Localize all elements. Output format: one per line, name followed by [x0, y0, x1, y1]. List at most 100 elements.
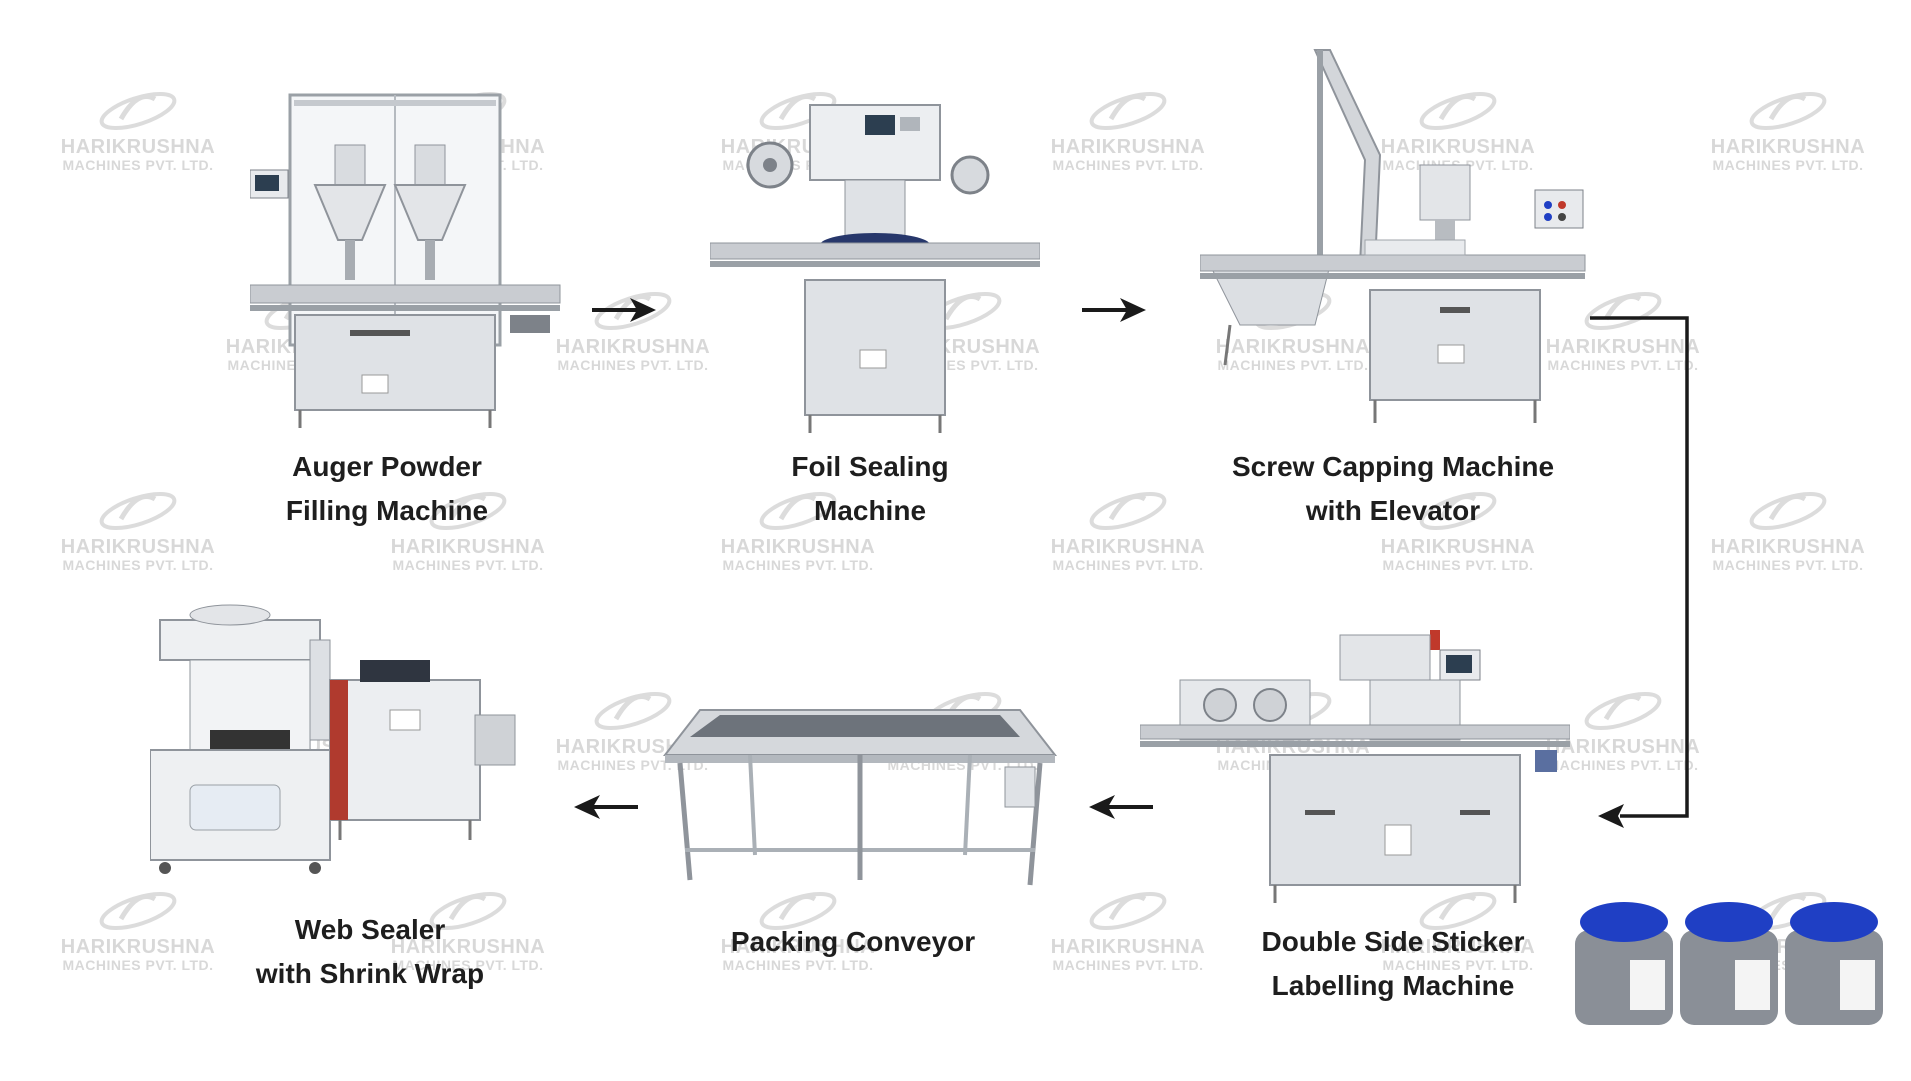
label-line-1: Packing Conveyor: [730, 926, 976, 957]
watermark-company-name: HARIKRUSHNA: [1545, 736, 1701, 758]
watermark-company-suffix: MACHINES PVT. LTD.: [1052, 957, 1204, 973]
label-line-2: with Shrink Wrap: [255, 958, 485, 989]
foil-sealing-machine-image: [710, 104, 1040, 433]
watermark-company-name: HARIKRUSHNA: [1710, 136, 1866, 158]
watermark-company-name: HARIKRUSHNA: [390, 936, 546, 958]
product-jar: [1785, 902, 1883, 1025]
watermark-logo-icon: [1419, 491, 1497, 531]
watermark-company-name: HARIKRUSHNA: [1380, 136, 1536, 158]
watermark-logo-icon: [99, 491, 177, 531]
arrow-capping-to-labelling: [1590, 316, 1689, 828]
label-line-1: Foil Sealing: [791, 451, 949, 482]
watermark-logo-icon: [759, 491, 837, 531]
watermark-logo-icon: [1089, 491, 1167, 531]
label-line-2: Filling Machine: [285, 495, 489, 526]
watermark-company-suffix: MACHINES PVT. LTD.: [557, 357, 709, 373]
watermark-logo-icon: [1089, 91, 1167, 131]
watermark-logo-icon: [99, 891, 177, 931]
watermark-logo-icon: [1089, 891, 1167, 931]
watermark-company-suffix: MACHINES PVT. LTD.: [62, 557, 214, 573]
watermark-logo-icon: [99, 91, 177, 131]
label-line-1: Auger Powder: [292, 451, 482, 482]
watermark-company-name: HARIKRUSHNA: [1050, 136, 1206, 158]
watermark-company-suffix: MACHINES PVT. LTD.: [1052, 557, 1204, 573]
watermark-company-name: HARIKRUSHNA: [1050, 536, 1206, 558]
watermark-company-name: HARIKRUSHNA: [1050, 936, 1206, 958]
auger-filling-machine-image: [250, 93, 561, 428]
label-double-side-sticker-labelling: Double Side Sticker Labelling Machine: [1183, 920, 1603, 1008]
watermark-company-suffix: MACHINES PVT. LTD.: [1712, 557, 1864, 573]
watermark-logo-icon: [1584, 291, 1662, 331]
product-jar: [1575, 902, 1673, 1025]
watermark-logo-icon: [759, 91, 837, 131]
arrow-labelling-to-conveyor: [1089, 795, 1153, 819]
packing-conveyor-image: [662, 709, 1058, 886]
label-line-2: with Elevator: [1305, 495, 1481, 526]
label-foil-sealing: Foil Sealing Machine: [660, 445, 1080, 533]
watermark-logo-icon: [594, 291, 672, 331]
watermark-company-suffix: MACHINES PVT. LTD.: [392, 557, 544, 573]
watermark-company-name: HARIKRUSHNA: [555, 336, 711, 358]
watermark-company-name: HARIKRUSHNA: [1710, 536, 1866, 558]
arrow-conveyor-to-websealer: [574, 795, 638, 819]
label-packing-conveyor: Packing Conveyor: [643, 920, 1063, 964]
web-sealer-shrink-wrap-image: [150, 604, 516, 874]
watermark-company-name: HARIKRUSHNA: [60, 936, 216, 958]
watermark-company-name: HARIKRUSHNA: [390, 536, 546, 558]
label-line-1: Web Sealer: [294, 914, 446, 945]
watermark-company-name: HARIKRUSHNA: [1380, 936, 1536, 958]
watermark-company-suffix: MACHINES PVT. LTD.: [1217, 357, 1369, 373]
label-line-1: Screw Capping Machine: [1231, 451, 1555, 482]
watermark-logo-icon: [429, 891, 507, 931]
watermark-logo-icon: [429, 491, 507, 531]
watermark-company-suffix: MACHINES PVT. LTD.: [722, 957, 874, 973]
label-line-2: Machine: [813, 495, 927, 526]
product-jars-image: [1575, 902, 1883, 1025]
watermark-company-suffix: MACHINES PVT. LTD.: [1547, 357, 1699, 373]
watermark-company-suffix: MACHINES PVT. LTD.: [62, 157, 214, 173]
watermark-company-suffix: MACHINES PVT. LTD.: [722, 557, 874, 573]
label-auger-powder-filling: Auger Powder Filling Machine: [177, 445, 597, 533]
label-line-2: Labelling Machine: [1271, 970, 1515, 1001]
watermark-logo-icon: [594, 691, 672, 731]
watermark-company-name: HARIKRUSHNA: [1545, 336, 1701, 358]
watermark-logo-icon: [759, 891, 837, 931]
watermark-company-suffix: MACHINES PVT. LTD.: [1712, 157, 1864, 173]
watermark-logo-icon: [1749, 91, 1827, 131]
label-screw-capping: Screw Capping Machine with Elevator: [1183, 445, 1603, 533]
product-jar: [1680, 902, 1778, 1025]
watermark-company-suffix: MACHINES PVT. LTD.: [1547, 757, 1699, 773]
watermark-company-suffix: MACHINES PVT. LTD.: [1382, 957, 1534, 973]
label-web-sealer-shrink-wrap: Web Sealer with Shrink Wrap: [160, 908, 580, 996]
watermark-company-suffix: MACHINES PVT. LTD.: [392, 957, 544, 973]
watermark-company-name: HARIKRUSHNA: [720, 936, 876, 958]
arrow-auger-to-foil: [592, 298, 656, 322]
watermark-company-suffix: MACHINES PVT. LTD.: [62, 957, 214, 973]
label-line-1: Double Side Sticker: [1261, 926, 1525, 957]
watermark-logo-icon: [1419, 91, 1497, 131]
watermark-company-name: HARIKRUSHNA: [60, 536, 216, 558]
watermark-company-name: HARIKRUSHNA: [1215, 336, 1371, 358]
watermark-logo-icon: [1749, 491, 1827, 531]
watermark-company-name: HARIKRUSHNA: [720, 536, 876, 558]
watermark-company-suffix: MACHINES PVT. LTD.: [1382, 557, 1534, 573]
watermark-company-suffix: MACHINES PVT. LTD.: [1052, 157, 1204, 173]
watermark-logo-icon: [1419, 891, 1497, 931]
